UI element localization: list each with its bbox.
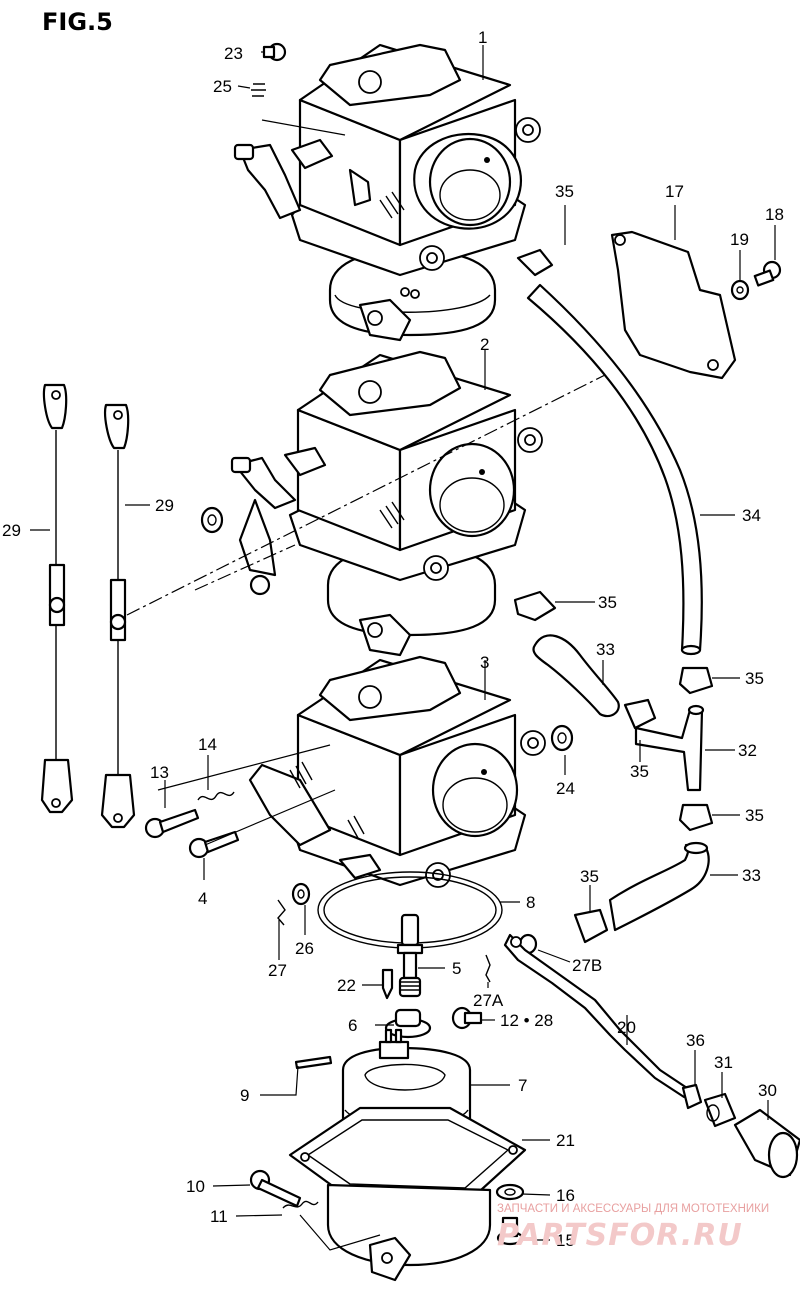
label-10: 10	[186, 1177, 205, 1196]
leader-lines	[30, 45, 776, 1251]
needle-jet-5	[396, 913, 424, 998]
bracket-17	[610, 230, 737, 380]
label-4: 4	[198, 889, 207, 908]
float-needle-22	[381, 968, 394, 1000]
label-36: 36	[686, 1031, 705, 1050]
figure-title: FIG.5	[42, 8, 113, 36]
label-30: 30	[758, 1081, 777, 1100]
watermark: ЗАПЧАСТИ И АКСЕССУАРЫ ДЛЯ МОТОТЕХНИКИ PA…	[497, 1203, 769, 1253]
label-23: 23	[224, 44, 243, 63]
label-35-a: 35	[555, 182, 574, 201]
clip-35-b	[623, 698, 657, 730]
clip-35-c	[678, 803, 714, 832]
screw-12-28	[451, 1006, 483, 1030]
link-rod-29-left	[40, 383, 74, 814]
label-17: 17	[665, 182, 684, 201]
washer-19	[730, 279, 750, 301]
label-14: 14	[198, 735, 217, 754]
pilot-screw-10	[249, 1169, 302, 1208]
clip-27a	[485, 954, 491, 983]
label-34: 34	[742, 506, 761, 525]
label-11: 11	[210, 1207, 228, 1226]
label-26: 26	[295, 939, 314, 958]
label-33-a: 33	[596, 640, 615, 659]
bushing-31	[703, 1092, 737, 1128]
screw-18	[753, 260, 782, 287]
clip-27	[277, 899, 286, 926]
label-16: 16	[556, 1186, 575, 1205]
clip-35-top	[516, 248, 554, 277]
label-6: 6	[348, 1016, 357, 1035]
float-pin-9	[294, 1055, 333, 1070]
carburetor-3	[248, 655, 546, 888]
label-31: 31	[714, 1053, 733, 1072]
carburetor-1	[233, 43, 541, 342]
drain-screw-16	[495, 1183, 525, 1201]
callout-labels: 1 23 25 35 17 18 19 2 29 29 34 35 3 33 3…	[2, 28, 784, 1250]
label-35-f: 35	[580, 867, 599, 886]
label-22: 22	[337, 976, 356, 995]
link-rod-29-right	[100, 403, 136, 829]
label-8: 8	[526, 893, 535, 912]
choke-cable-20	[503, 933, 692, 1099]
label-27b: 27B	[572, 956, 602, 975]
label-21: 21	[556, 1131, 575, 1150]
clip-35-d	[573, 908, 609, 944]
label-29-left: 29	[2, 521, 21, 540]
knob-30	[733, 1108, 800, 1179]
screw-23	[262, 42, 287, 62]
spring-14	[197, 791, 235, 801]
screw-4	[188, 830, 240, 859]
hose-33-upper	[532, 634, 620, 718]
nut-36	[681, 1083, 703, 1110]
washer-26	[291, 882, 311, 906]
label-33-b: 33	[742, 866, 761, 885]
label-18: 18	[765, 205, 784, 224]
label-27: 27	[268, 961, 287, 980]
label-12-28: 12 • 28	[500, 1011, 553, 1030]
label-5: 5	[452, 959, 461, 978]
watermark-brand: PARTSFOR.RU	[497, 1218, 743, 1253]
spring-11	[282, 1200, 319, 1209]
washer-24	[550, 724, 574, 752]
hose-33-lower	[608, 841, 710, 932]
spring-25	[251, 83, 266, 97]
label-35-c: 35	[745, 669, 764, 688]
clip-35-mid	[513, 590, 557, 622]
label-35-e: 35	[745, 806, 764, 825]
label-24: 24	[556, 779, 575, 798]
label-7: 7	[518, 1076, 527, 1095]
main-jet-6	[384, 1008, 432, 1039]
float-chamber-21	[288, 1106, 527, 1282]
label-35-b: 35	[598, 593, 617, 612]
label-25: 25	[213, 77, 232, 96]
watermark-tagline: ЗАПЧАСТИ И АКСЕССУАРЫ ДЛЯ МОТОТЕХНИКИ	[497, 1203, 769, 1215]
label-9: 9	[240, 1086, 249, 1105]
washer-left-carb2	[200, 506, 224, 534]
label-32: 32	[738, 741, 757, 760]
label-29-right: 29	[155, 496, 174, 515]
clip-35-a	[678, 666, 714, 695]
label-20: 20	[617, 1018, 636, 1037]
label-2: 2	[480, 335, 489, 354]
label-27a: 27A	[473, 991, 504, 1010]
label-35-d: 35	[630, 762, 649, 781]
idle-screw-13	[144, 808, 200, 839]
label-15: 15	[556, 1231, 575, 1250]
washer-15	[496, 1216, 524, 1246]
t-joint-32	[634, 704, 705, 792]
label-19: 19	[730, 230, 749, 249]
label-3: 3	[480, 653, 489, 672]
label-1: 1	[478, 28, 487, 47]
hose-34	[526, 283, 703, 656]
carburetor-2	[230, 350, 543, 657]
label-13: 13	[150, 763, 169, 782]
